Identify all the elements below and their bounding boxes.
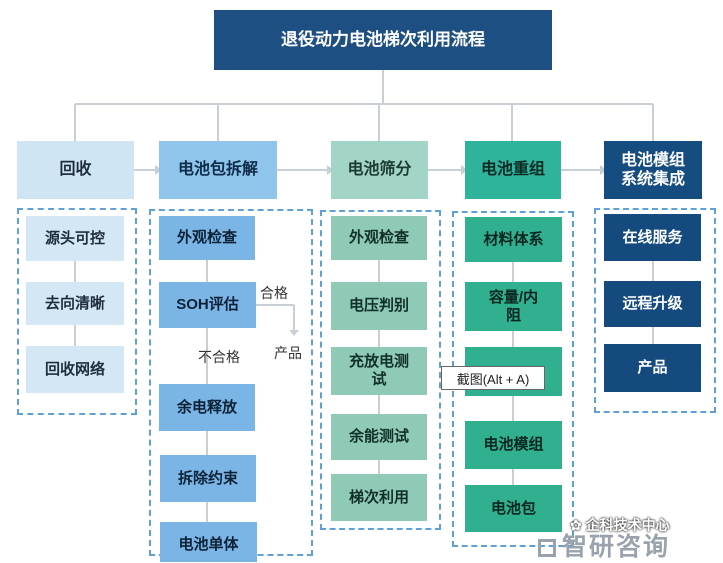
- step-recycle-network: 回收网络: [26, 346, 124, 393]
- watermark-brand-text: 智研咨询: [562, 533, 671, 561]
- step-soh-evaluation: SOH评估: [159, 282, 256, 328]
- step-cascade-utilization: 梯次利用: [331, 474, 427, 521]
- screenshot-tooltip: 截图(Alt + A): [441, 366, 545, 390]
- step-capacity-resistance: 容量/内 阻: [465, 282, 562, 331]
- step-material-system: 材料体系: [465, 217, 562, 262]
- header-pack-disassembly: 电池包拆解: [159, 141, 277, 199]
- watermark-brand: 智研咨询: [538, 527, 670, 563]
- label-product: 产品: [274, 345, 302, 361]
- step-destination-clear: 去向清晰: [26, 282, 124, 325]
- header-battery-reassembly: 电池重组: [465, 141, 561, 199]
- step-remove-constraints: 拆除约束: [160, 455, 256, 502]
- watermark-wechat: ✿ 企科技术中心: [570, 515, 670, 535]
- label-fail: 不合格: [198, 349, 240, 365]
- frame-module-integration: [594, 208, 716, 413]
- wechat-icon: ✿: [570, 517, 582, 533]
- step-online-service: 在线服务: [604, 214, 701, 261]
- header-battery-sorting: 电池筛分: [331, 141, 428, 199]
- step-battery-module: 电池模组: [465, 421, 562, 469]
- step-charge-discharge-test: 充放电测 试: [331, 347, 427, 395]
- step-source-control: 源头可控: [26, 216, 124, 261]
- step-discharge-residual: 余电释放: [159, 384, 255, 431]
- diagram-title: 退役动力电池梯次利用流程: [214, 10, 552, 70]
- step-residual-energy-test: 余能测试: [331, 414, 427, 460]
- brand-logo-icon: [538, 539, 556, 558]
- frame-battery-sorting: [320, 210, 441, 530]
- step-product: 产品: [604, 344, 701, 392]
- step-voltage-check: 电压判别: [331, 282, 427, 330]
- step-battery-pack: 电池包: [465, 485, 562, 532]
- header-recycle: 回收: [17, 141, 134, 199]
- step-remote-upgrade: 远程升级: [604, 281, 701, 327]
- step-battery-cell: 电池单体: [160, 522, 257, 562]
- watermark-wechat-text: 企科技术中心: [585, 517, 670, 533]
- step-visual-inspection-2: 外观检查: [331, 216, 427, 260]
- frame-recycle: [17, 208, 137, 415]
- label-pass: 合格: [260, 285, 288, 301]
- frame-pack-disassembly: [149, 209, 313, 556]
- header-module-integration: 电池模组 系统集成: [604, 141, 702, 199]
- step-visual-inspection-1: 外观检查: [159, 216, 255, 260]
